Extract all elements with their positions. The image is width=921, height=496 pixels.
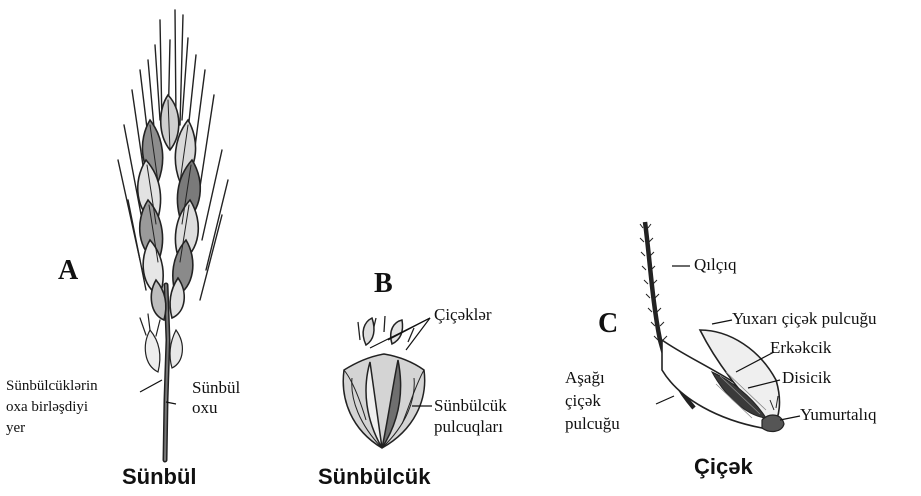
lower-spikelet xyxy=(140,314,182,372)
panel-a-caption: Sünbül xyxy=(122,464,197,490)
spike-axis-label-line2: oxu xyxy=(192,398,218,418)
florets-label: Çiçəklər xyxy=(434,305,492,325)
panel-b-caption: Sünbülcük xyxy=(318,464,430,490)
panel-a-letter: A xyxy=(58,255,78,287)
attachment-label-line3: yer xyxy=(6,418,25,438)
panel-a-leader-lines xyxy=(140,380,176,404)
lemma-label-line2: çiçək xyxy=(565,391,601,411)
stamen-label: Erkəkcik xyxy=(770,338,831,358)
awn-label: Qılçıq xyxy=(694,255,737,275)
panel-c-letter: C xyxy=(598,308,618,340)
palea-label: Yuxarı çiçək pulcuğu xyxy=(732,309,876,329)
panel-b-letter: B xyxy=(374,268,393,300)
glumes-label-line1: Sünbülcük xyxy=(434,396,507,416)
lemma-label-line1: Aşağı xyxy=(565,368,605,388)
spikelet-drawing xyxy=(343,316,424,448)
stigma-label: Disicik xyxy=(782,368,831,388)
floret-leader-line-3 xyxy=(406,318,430,350)
glumes-label-line2: pulcuqları xyxy=(434,417,503,437)
ovary-label: Yumurtalıq xyxy=(800,405,877,425)
spike-axis-label-line1: Sünbül xyxy=(192,378,240,398)
attachment-label-line2: oxa birləşdiyi xyxy=(6,397,88,417)
attachment-leader-line xyxy=(140,380,162,392)
ovary-leader-line xyxy=(780,416,800,420)
spike-awns xyxy=(118,10,228,300)
lemma-label-line3: pulcuğu xyxy=(565,414,620,434)
attachment-label-line1: Sünbülcüklərin xyxy=(6,376,98,396)
panel-c-caption: Çiçək xyxy=(694,454,753,480)
lemma-leader-line xyxy=(656,396,674,404)
palea-leader-line xyxy=(712,320,732,324)
spike-spikelets xyxy=(138,95,201,320)
